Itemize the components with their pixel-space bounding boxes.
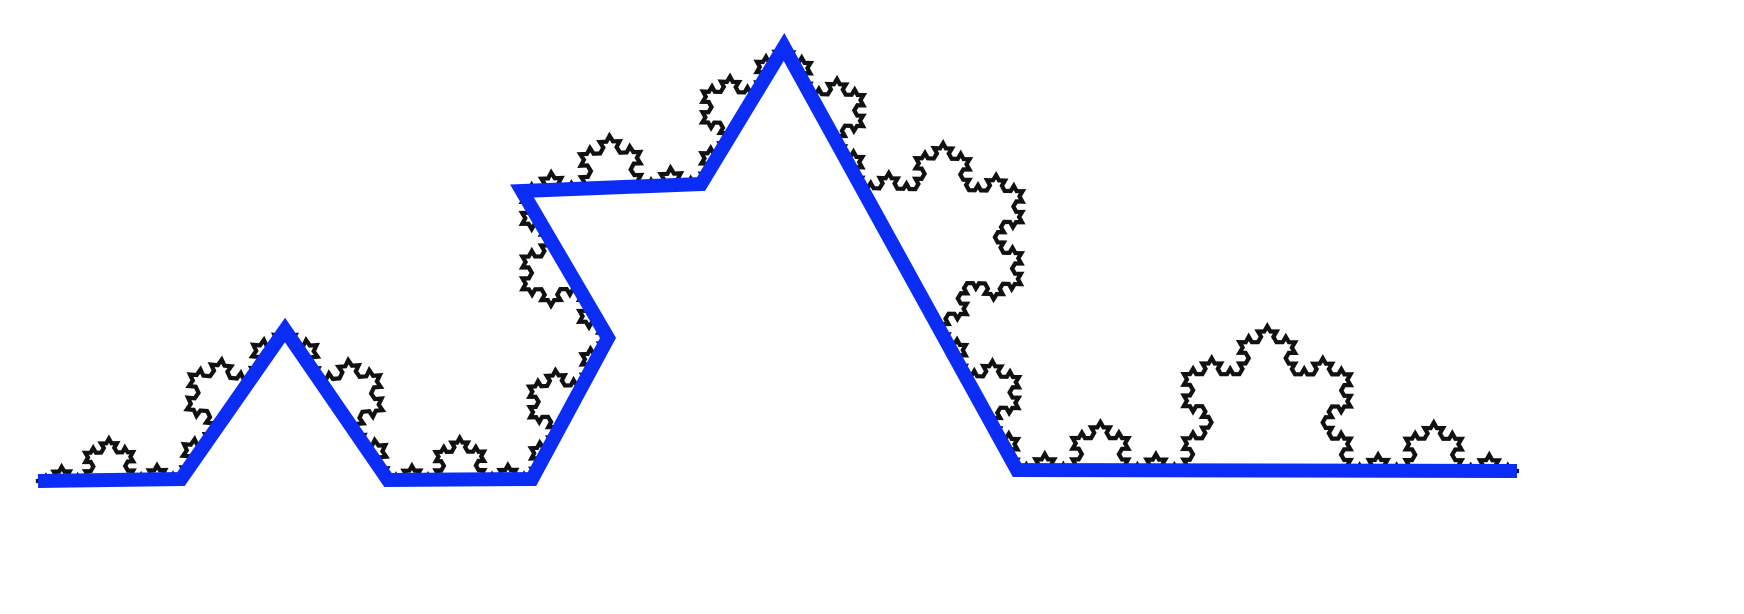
koch-segment-2 bbox=[178, 327, 288, 482]
blue-approximation-curve bbox=[37, 33, 1518, 488]
koch-fractal-curve bbox=[35, 44, 1520, 484]
koch-segment-7 bbox=[519, 131, 704, 194]
koch-segment-10 bbox=[1014, 322, 1520, 474]
blue-polyline bbox=[37, 33, 1518, 488]
koch-segment-6 bbox=[518, 188, 611, 341]
koch-segment-9 bbox=[781, 44, 1027, 473]
koch-segment-3 bbox=[282, 327, 391, 483]
